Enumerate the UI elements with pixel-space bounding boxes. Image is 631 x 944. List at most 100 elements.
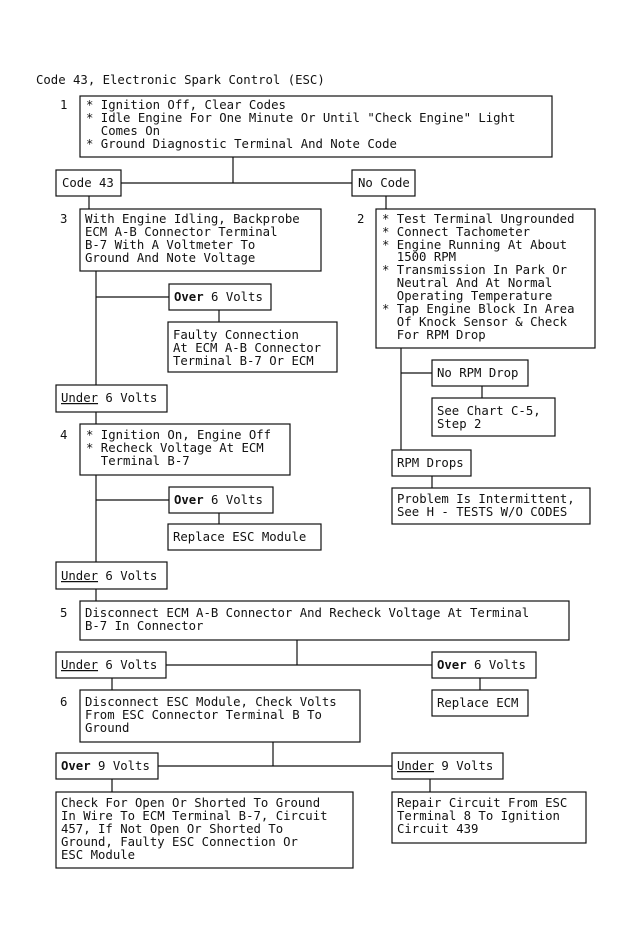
step-3-text: With Engine Idling, Backprobe ECM A-B Co…: [0, 0, 337, 265]
result-line: Problem Is Intermittent,: [397, 492, 575, 506]
step-3-over-box: [168, 283, 272, 311]
result-line: Repair Circuit From ESC: [397, 796, 567, 810]
step-5-box: [79, 600, 570, 641]
volts-text: 9 Volts: [91, 759, 150, 773]
step-6-line: Disconnect ESC Module, Check Volts: [85, 695, 337, 709]
rpm-drops-result-box: [391, 487, 591, 525]
step-5-over-result-text: Replace ECM: [437, 696, 518, 710]
step-number-1: 1: [60, 98, 67, 112]
no-rpm-drop-result-text: See Chart C-5, Step 2: [0, 0, 578, 431]
step-4-line: * Ignition On, Engine Off: [86, 428, 271, 442]
result-line: See Chart C-5,: [437, 404, 541, 418]
under-word: Under: [61, 569, 98, 583]
step-3-line: With Engine Idling, Backprobe: [85, 212, 300, 226]
step-2-line: Of Knock Sensor & Check: [382, 315, 568, 329]
code-43-box: [55, 169, 122, 197]
step-1-line: * Ignition Off, Clear Codes: [86, 98, 286, 112]
under-word: Under: [61, 391, 98, 405]
step-4-over-label: Over 6 Volts: [174, 493, 263, 507]
step-6-under-result-box: [391, 791, 587, 844]
step-3-over-result-text: Faulty Connection At ECM A-B Connector T…: [0, 0, 358, 368]
step-2-line: For RPM Drop: [382, 328, 486, 342]
step-number-6: 6: [60, 695, 67, 709]
step-3-over-result-box: [167, 321, 338, 373]
volts-text: 6 Volts: [98, 658, 157, 672]
no-rpm-drop-label: No RPM Drop: [437, 366, 518, 380]
code-43-label: Code 43: [62, 176, 114, 190]
result-line: Terminal B-7 Or ECM: [173, 354, 314, 368]
step-4-line: * Recheck Voltage At ECM: [86, 441, 264, 455]
step-2-line: * Test Terminal Ungrounded: [382, 212, 575, 226]
step-5-under-label: Under 6 Volts: [61, 658, 157, 672]
volts-text: 6 Volts: [98, 569, 157, 583]
step-1-line: * Idle Engine For One Minute Or Until "C…: [86, 111, 515, 125]
step-2-line: * Engine Running At About: [382, 238, 567, 252]
step-number-5: 5: [60, 606, 67, 620]
step-6-over-label: Over 9 Volts: [61, 759, 150, 773]
step-4-under-box: [55, 561, 168, 590]
result-line: Check For Open Or Shorted To Ground: [61, 796, 320, 810]
result-line: In Wire To ECM Terminal B-7, Circuit: [61, 809, 328, 823]
step-5-over-result-box: [431, 689, 529, 717]
result-line: ESC Module: [61, 848, 135, 862]
step-3-box: [79, 208, 322, 272]
step-6-under-result-text: Repair Circuit From ESC Terminal 8 To Ig…: [397, 796, 567, 836]
step-6-over-result-text: Check For Open Or Shorted To Ground In W…: [61, 796, 328, 862]
under-word: Under: [397, 759, 434, 773]
no-rpm-drop-result-box: [431, 397, 556, 437]
step-3-over-label: Over 6 Volts: [174, 290, 263, 304]
result-line: 457, If Not Open Or Shorted To: [61, 822, 283, 836]
step-2-box: [375, 208, 596, 349]
result-line: Step 2: [437, 417, 481, 431]
no-code-label: No Code: [358, 176, 410, 190]
step-6-over-result-box: [55, 791, 354, 869]
step-4-over-result-text: Replace ESC Module: [173, 530, 306, 544]
step-number-2: 2: [357, 212, 364, 226]
result-line: Terminal 8 To Ignition: [397, 809, 560, 823]
volts-text: 6 Volts: [204, 493, 263, 507]
step-4-box: [79, 423, 291, 476]
step-3-line: ECM A-B Connector Terminal: [85, 225, 278, 239]
step-3-under-label: Under 6 Volts: [61, 391, 157, 405]
step-5-line: B-7 In Connector: [85, 619, 203, 633]
no-rpm-drop-box: [431, 359, 529, 387]
volts-text: 6 Volts: [98, 391, 157, 405]
step-2-line: * Transmission In Park Or: [382, 263, 567, 277]
over-word: Over: [174, 290, 204, 304]
step-3-line: B-7 With A Voltmeter To: [85, 238, 255, 252]
step-4-line: Terminal B-7: [86, 454, 190, 468]
rpm-drops-label: RPM Drops: [397, 456, 464, 470]
step-5-under-box: [55, 651, 167, 679]
step-5-over-box: [431, 651, 537, 679]
no-code-box: [351, 169, 416, 197]
volts-text: 6 Volts: [467, 658, 526, 672]
step-6-under-box: [391, 752, 504, 780]
step-1-box: [79, 95, 553, 158]
chart-title: Code 43, Electronic Spark Control (ESC): [36, 73, 325, 87]
connector-lines: [88, 157, 483, 792]
step-3-under-box: [55, 384, 168, 413]
step-5-over-label: Over 6 Volts: [437, 658, 526, 672]
step-4-text: * Ignition On, Engine Off * Recheck Volt…: [0, 0, 308, 468]
step-6-line: From ESC Connector Terminal B To: [85, 708, 322, 722]
step-number-4: 4: [60, 428, 67, 442]
volts-text: 6 Volts: [204, 290, 263, 304]
step-6-box: [79, 689, 361, 743]
step-1-line: Comes On: [86, 124, 160, 138]
step-1-text: * Ignition Off, Clear Codes * Idle Engin…: [0, 0, 552, 151]
over-word: Over: [174, 493, 204, 507]
step-4-over-box: [168, 486, 274, 514]
volts-text: 9 Volts: [434, 759, 493, 773]
rpm-drops-result-text: Problem Is Intermittent, See H - TESTS W…: [397, 492, 575, 519]
step-2-line: Operating Temperature: [382, 289, 552, 303]
over-word: Over: [437, 658, 467, 672]
result-line: Faulty Connection: [173, 328, 299, 342]
step-5-text: Disconnect ECM A-B Connector And Recheck…: [85, 606, 529, 633]
step-6-text: Disconnect ESC Module, Check Volts From …: [0, 0, 374, 735]
step-5-line: Disconnect ECM A-B Connector And Recheck…: [85, 606, 529, 620]
rpm-drops-box: [391, 449, 472, 477]
step-1-line: * Ground Diagnostic Terminal And Note Co…: [86, 137, 397, 151]
step-number-3: 3: [60, 212, 67, 226]
under-word: Under: [61, 658, 98, 672]
